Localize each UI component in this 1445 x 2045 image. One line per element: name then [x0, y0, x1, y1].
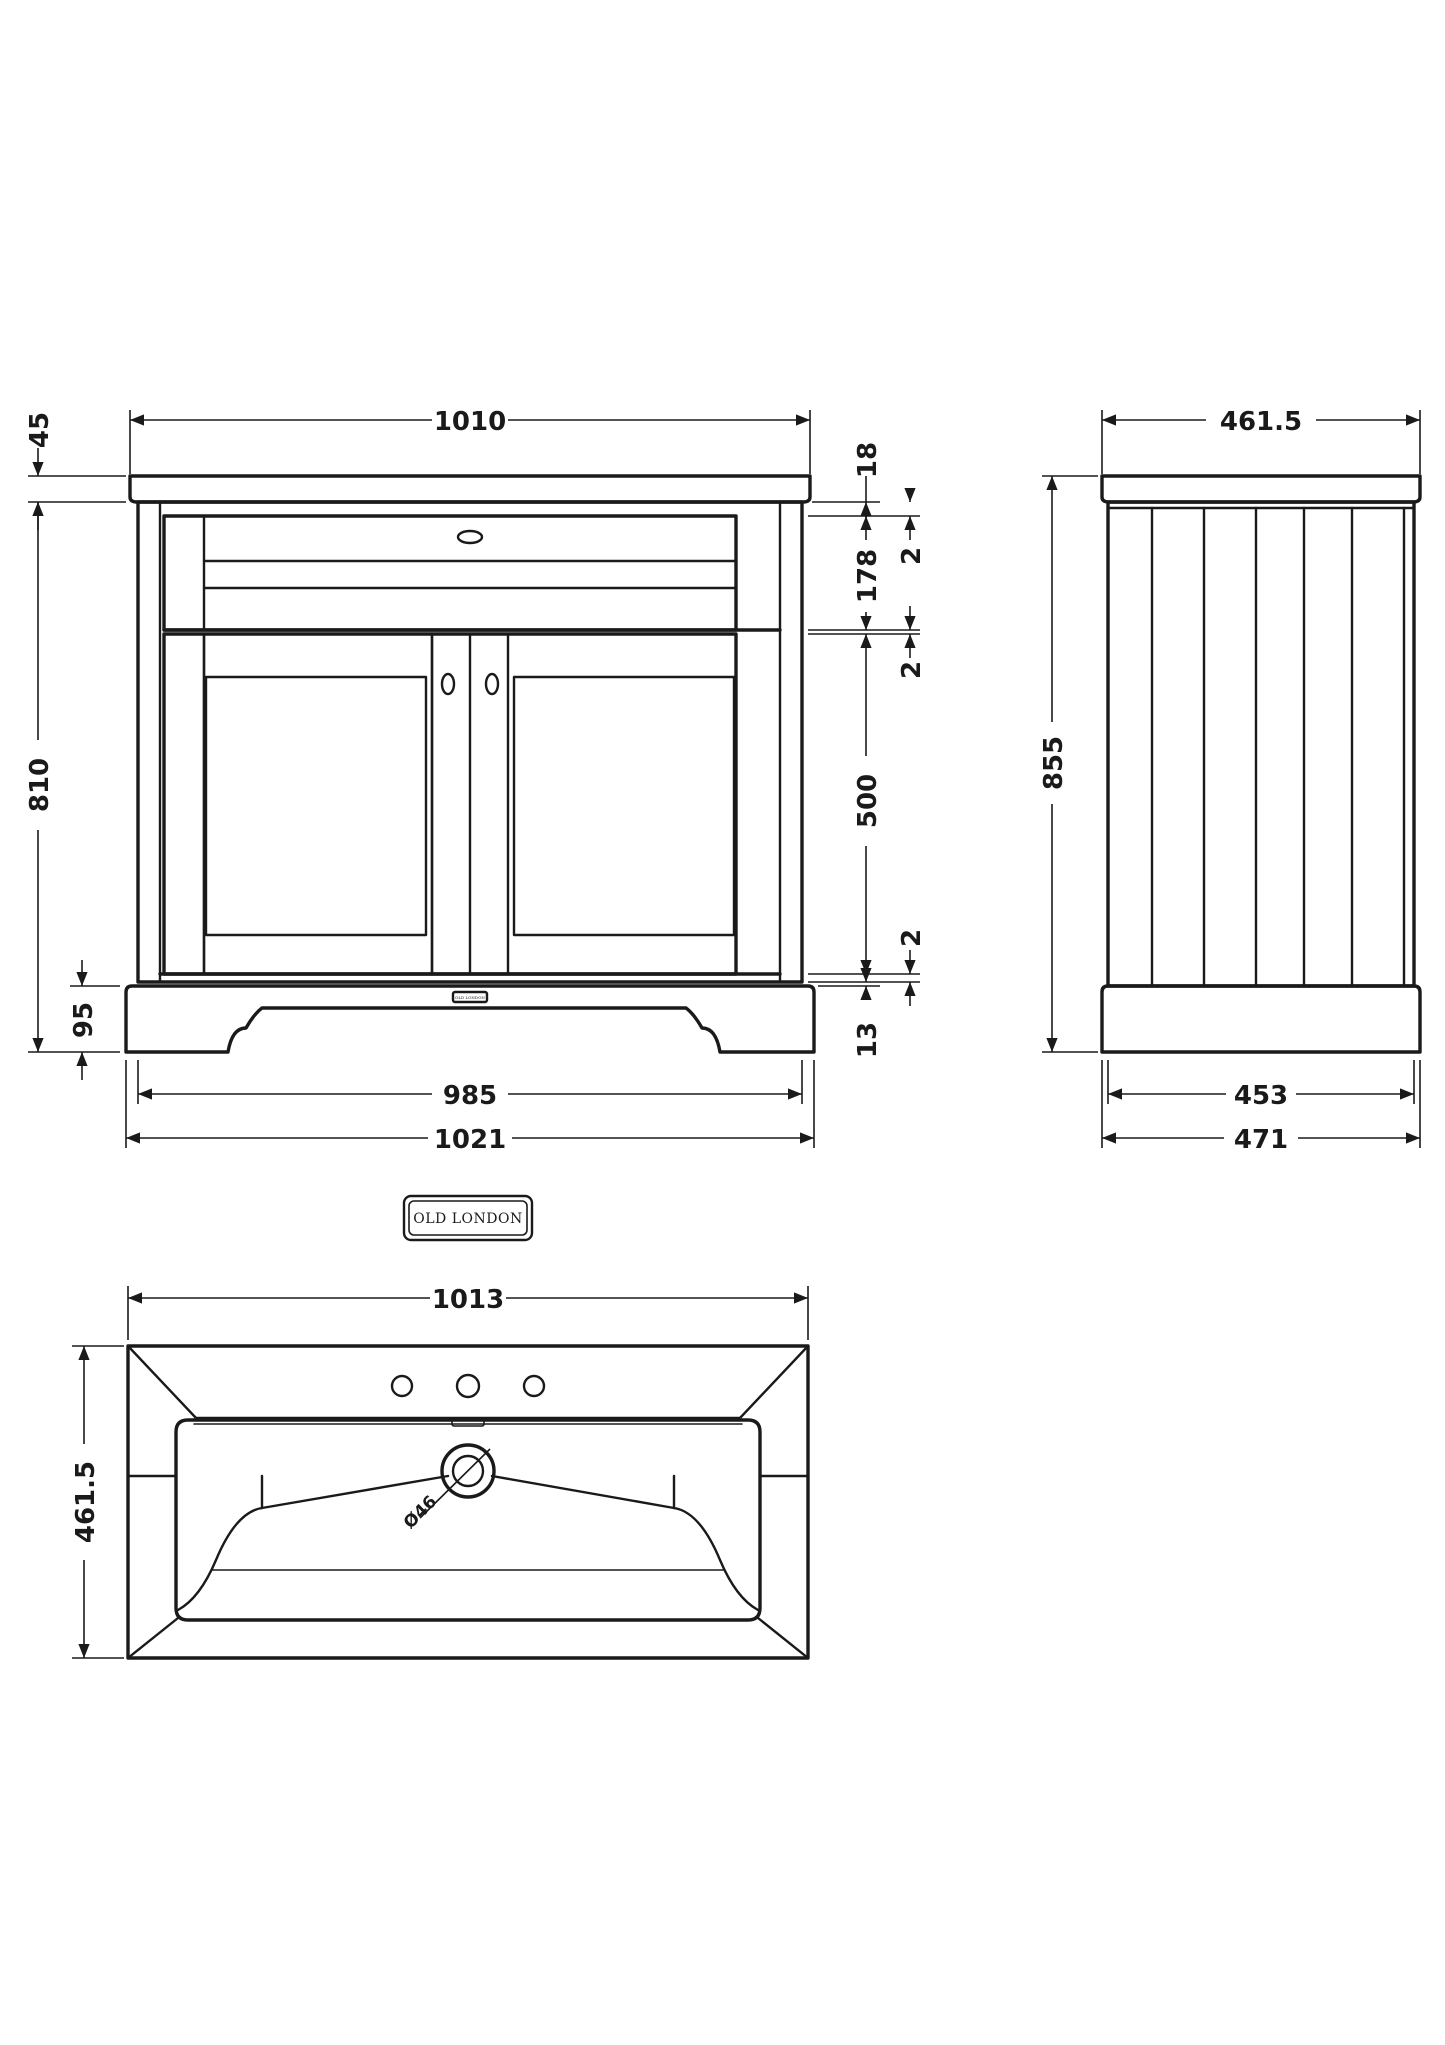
- dim-drawer-gap-top: 2: [897, 547, 927, 565]
- side-carcass: [1106, 500, 1416, 988]
- front-dimensions: 1010 45 810 95 985 1021: [25, 407, 927, 1155]
- dim-drawer-height: 178: [853, 549, 883, 603]
- dim-side-top-depth: 461.5: [1220, 407, 1302, 437]
- drawer-face: [202, 514, 738, 632]
- dim-plinth-gap: 13: [853, 1022, 883, 1058]
- right-door: [506, 632, 738, 976]
- door-frame: [162, 632, 738, 976]
- dim-basin-width: 1013: [432, 1285, 504, 1315]
- tap-hole-left: [390, 1374, 414, 1398]
- dim-overall-width: 1021: [434, 1125, 506, 1155]
- dim-drawer-gap-bottom: 2: [897, 661, 927, 679]
- brand-logo-text: OLD LONDON: [413, 1211, 522, 1227]
- dim-waste-diameter: Ø46: [400, 1492, 441, 1533]
- drawer-frame: [162, 514, 738, 632]
- tap-hole-right: [522, 1374, 546, 1398]
- dim-top-width: 1010: [434, 407, 506, 437]
- dim-worktop-gap: 18: [853, 442, 883, 478]
- right-door-knob: [484, 672, 500, 696]
- dim-plinth-height: 95: [69, 1002, 99, 1038]
- dim-door-gap-bottom: 2: [897, 929, 927, 947]
- dim-top-thickness: 45: [25, 412, 55, 448]
- basin-bowl: [174, 1418, 762, 1622]
- basin-dimensions: 1013 461.5: [71, 1285, 809, 1659]
- overflow-slot: [456, 529, 484, 545]
- front-plinth: [124, 984, 816, 1054]
- right-door-panel: [512, 675, 736, 937]
- tap-hole-center: [455, 1373, 481, 1399]
- dim-door-height: 500: [853, 774, 883, 828]
- basin-view: Ø46: [126, 1344, 810, 1660]
- left-door: [202, 632, 434, 976]
- dim-side-overall-depth: 471: [1234, 1125, 1288, 1155]
- side-dimensions: 461.5 855 453 471: [1039, 407, 1421, 1155]
- front-worktop: [128, 474, 812, 504]
- left-door-panel: [204, 675, 428, 937]
- basin-outer-rim: [126, 1344, 810, 1660]
- plinth-badge-text: OLD LONDON: [455, 995, 485, 1000]
- waste-inner: [451, 1454, 485, 1488]
- left-door-knob: [440, 672, 456, 696]
- side-worktop: [1100, 474, 1422, 504]
- dim-carcass-height: 810: [25, 758, 55, 812]
- plinth-badge: [451, 990, 489, 1004]
- brand-logo: OLD LONDON: [402, 1194, 534, 1242]
- waste-outer: [440, 1443, 496, 1499]
- dim-inner-width: 985: [443, 1081, 497, 1111]
- dim-side-overall-height: 855: [1039, 736, 1069, 790]
- dim-basin-depth: 461.5: [71, 1461, 101, 1543]
- side-plinth: [1100, 984, 1422, 1054]
- dim-side-inner-depth: 453: [1234, 1081, 1288, 1111]
- front-view: OLD LONDON: [124, 474, 816, 1054]
- side-view: [1100, 474, 1422, 1054]
